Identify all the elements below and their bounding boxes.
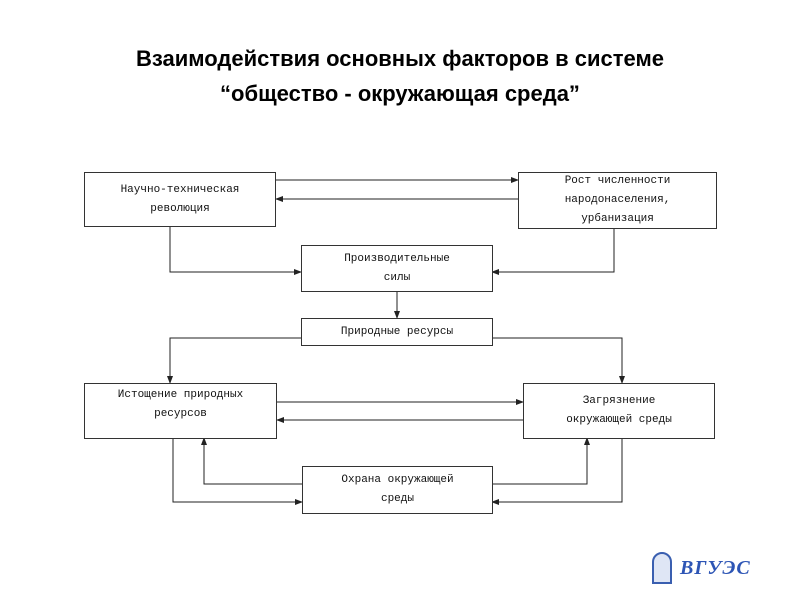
- arrow-pollution-to-protection: [491, 438, 623, 505]
- arrow-resources-to-depletion: [167, 337, 301, 384]
- box-protection-line2: среды: [380, 493, 414, 505]
- box-depletion: Истощение природных ресурсов: [84, 383, 277, 439]
- box-protection-line1: Охрана окружающей: [341, 474, 454, 486]
- box-population-line3: урбанизация: [581, 213, 654, 225]
- arrow-protection-to-pollution: [492, 437, 590, 485]
- box-population-line2: народонаселения,: [564, 194, 671, 206]
- box-natural-resources: Природные ресурсы: [301, 318, 493, 346]
- box-depletion-line2: ресурсов: [154, 408, 207, 420]
- arrow-protection-to-depletion: [201, 437, 302, 485]
- box-ntr: Научно-техническая революция: [84, 172, 276, 227]
- box-productive-line1: Производительные: [344, 252, 450, 265]
- arrow-resources-to-pollution: [492, 337, 625, 384]
- box-protection: Охрана окружающей среды: [302, 466, 493, 514]
- box-ntr-line1: Научно-техническая: [120, 183, 240, 196]
- slide-title-line2: “общество - окружающая среда”: [220, 81, 580, 106]
- box-ntr-line2: революция: [150, 202, 210, 215]
- box-depletion-line1: Истощение природных: [117, 389, 244, 401]
- box-pollution-line2: окружающей среды: [566, 414, 672, 426]
- logo-text: ВГУЭС: [680, 556, 751, 579]
- slide-title-line1: Взаимодействия основных факторов в систе…: [135, 46, 664, 71]
- box-resources-line1: Природные ресурсы: [340, 325, 454, 338]
- box-population-line1: Рост численности: [564, 175, 671, 187]
- university-logo: ВГУЭС: [652, 552, 751, 584]
- arrow-ntr-to-productive: [169, 226, 302, 275]
- box-pollution: Загрязнение окружающей среды: [523, 383, 715, 439]
- arrow-population-to-productive: [491, 228, 615, 275]
- box-pollution-line1: Загрязнение: [582, 395, 656, 407]
- logo-emblem-icon: [652, 552, 672, 584]
- box-productive-forces: Производительные силы: [301, 245, 493, 292]
- box-population: Рост численности народонаселения, урбани…: [518, 172, 717, 229]
- box-productive-line2: силы: [383, 271, 411, 284]
- arrow-depletion-to-protection: [172, 438, 303, 505]
